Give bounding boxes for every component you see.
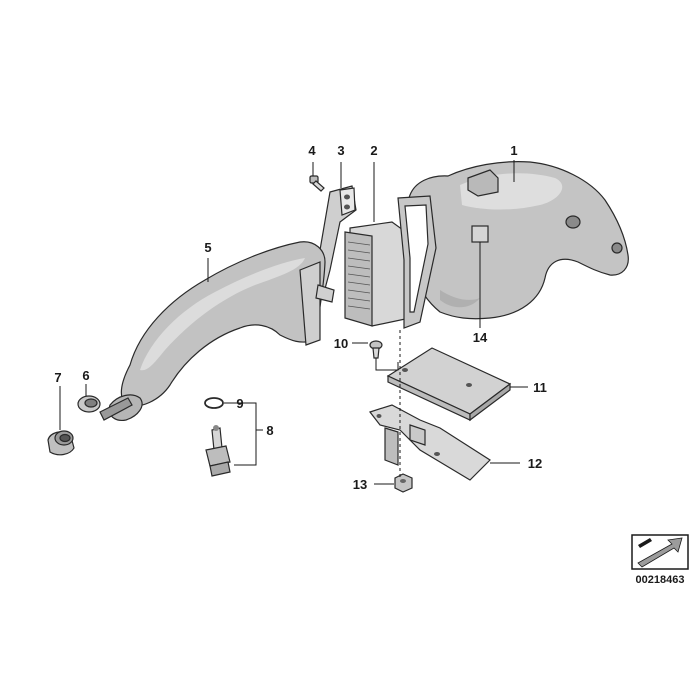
part-2-filter-element: [344, 195, 437, 329]
part-10-screw: [369, 340, 383, 359]
callout-1: 1: [510, 143, 517, 158]
part-9-o-ring: [204, 397, 224, 409]
callout-9: 9: [236, 396, 243, 411]
callout-3: 3: [337, 143, 344, 158]
callout-7: 7: [54, 370, 61, 385]
part-6-sleeve: [77, 395, 101, 413]
callout-13: 13: [353, 477, 367, 492]
callout-14: 14: [473, 330, 488, 345]
leader-lines: [59, 160, 528, 485]
part-5-intake-duct: [99, 241, 335, 421]
callout-4: 4: [308, 143, 316, 158]
part-7-grommet: [47, 430, 75, 456]
part-3-bracket: [319, 185, 357, 301]
leader-8: [234, 402, 263, 466]
part-13-nut: [394, 473, 413, 493]
callout-6: 6: [82, 368, 89, 383]
document-badge: 00218463: [631, 534, 689, 586]
callout-5: 5: [204, 240, 211, 255]
callout-8: 8: [266, 423, 273, 438]
part-4-screw: [309, 175, 325, 192]
callout-12: 12: [528, 456, 542, 471]
part-8-sensor: [205, 425, 231, 477]
arrow-icon: [637, 537, 683, 568]
callout-10: 10: [334, 336, 348, 351]
part-11-plate: [386, 347, 512, 422]
callout-11: 11: [533, 380, 547, 395]
callout-2: 2: [370, 143, 377, 158]
document-id: 00218463: [636, 574, 685, 586]
part-1-housing-cover: [402, 161, 629, 320]
callouts: 1 2 3 4 5 6 7 8 9 10 11 12 13 14: [54, 143, 546, 492]
leader-10: [352, 342, 399, 371]
part-12-support-bracket: [369, 404, 491, 481]
